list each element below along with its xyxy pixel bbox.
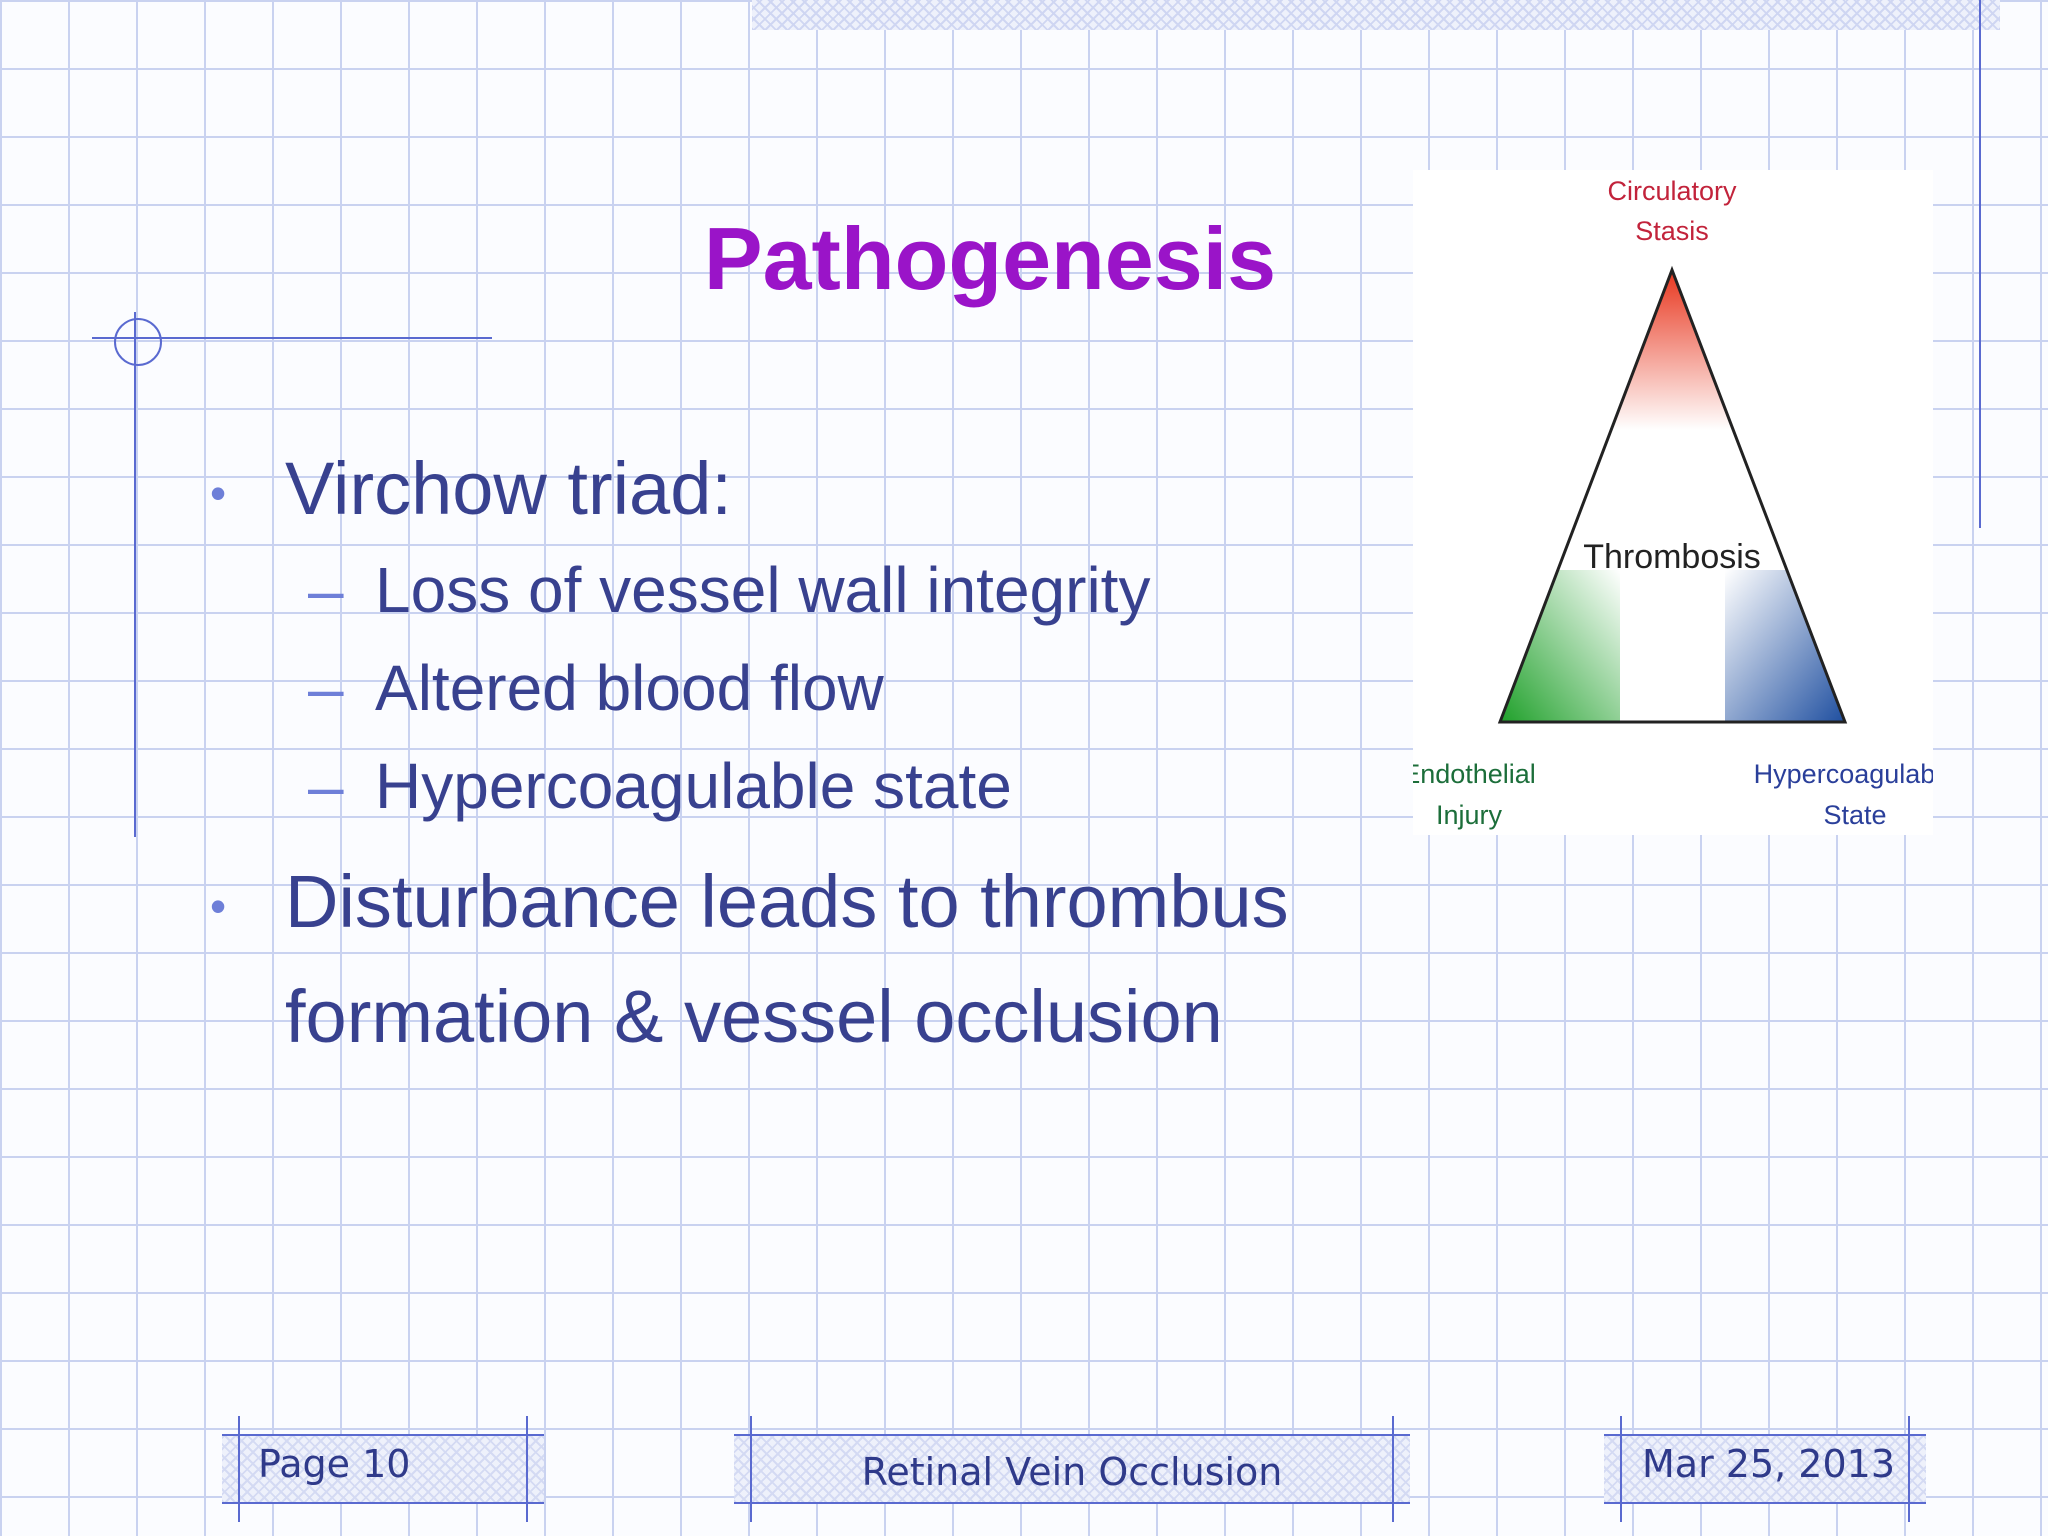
top-hatch-band [752,0,2000,30]
diagram-right-label-line-1: Hypercoagulable [1754,759,1933,789]
footer-box-cap [750,1416,752,1522]
bullet-glyph: • [210,467,227,519]
footer-box-cap [1620,1416,1622,1522]
triad-triangle-graphic: Circulatory Stasis Thrombosis Endothelia… [1413,176,1933,830]
footer-date: Mar 25, 2013 [1642,1442,1895,1486]
footer-date-box: Mar 25, 2013 [1604,1416,1926,1522]
injury-color-zone [1500,570,1620,722]
sub-bullet-glyph: – [308,750,344,822]
footer-box-cap [1392,1416,1394,1522]
footer-box-cap [526,1416,528,1522]
footer-presentation-title: Retinal Vein Occlusion [861,1450,1283,1494]
bullet-glyph: • [210,880,227,932]
diagram-top-label-line-1: Circulatory [1607,176,1737,206]
virchow-triad-diagram: Circulatory Stasis Thrombosis Endothelia… [1413,170,1933,835]
bullet-text-line-2: formation & vessel occlusion [285,975,1223,1058]
footer-box-cap [1908,1416,1910,1522]
diagram-top-label-line-2: Stasis [1635,216,1709,246]
diagram-right-label-line-2: State [1823,800,1886,830]
diagram-left-label-line-1: Endothelial [1413,759,1536,789]
left-margin-line [134,312,136,837]
sub-bullet-glyph: – [308,554,344,626]
bullet-text: Virchow triad: [285,447,732,530]
diagram-left-label-line-2: Injury [1436,800,1503,830]
footer-page-box: Page 10 [222,1416,544,1522]
bullet-text-line-1: Disturbance leads to thrombus [285,860,1289,943]
footer-page-number: Page 10 [258,1442,411,1486]
sub-bullet-text: Hypercoagulable state [375,750,1012,822]
triangle-outline [1497,265,1848,724]
sub-bullet-glyph: – [308,652,344,724]
footer-title-box: Retinal Vein Occlusion [734,1416,1410,1522]
hypercoagulable-color-zone [1725,570,1845,722]
diagram-center-label: Thrombosis [1583,538,1761,576]
title-underline-rule [92,337,492,339]
sub-bullet-text: Altered blood flow [375,652,884,724]
slide-title: Pathogenesis [703,209,1277,308]
registration-circle [114,318,162,366]
footer-box-cap [238,1416,240,1522]
sub-bullet-text: Loss of vessel wall integrity [375,554,1151,626]
stasis-color-zone [1563,270,1783,430]
right-margin-line [1979,0,1981,528]
